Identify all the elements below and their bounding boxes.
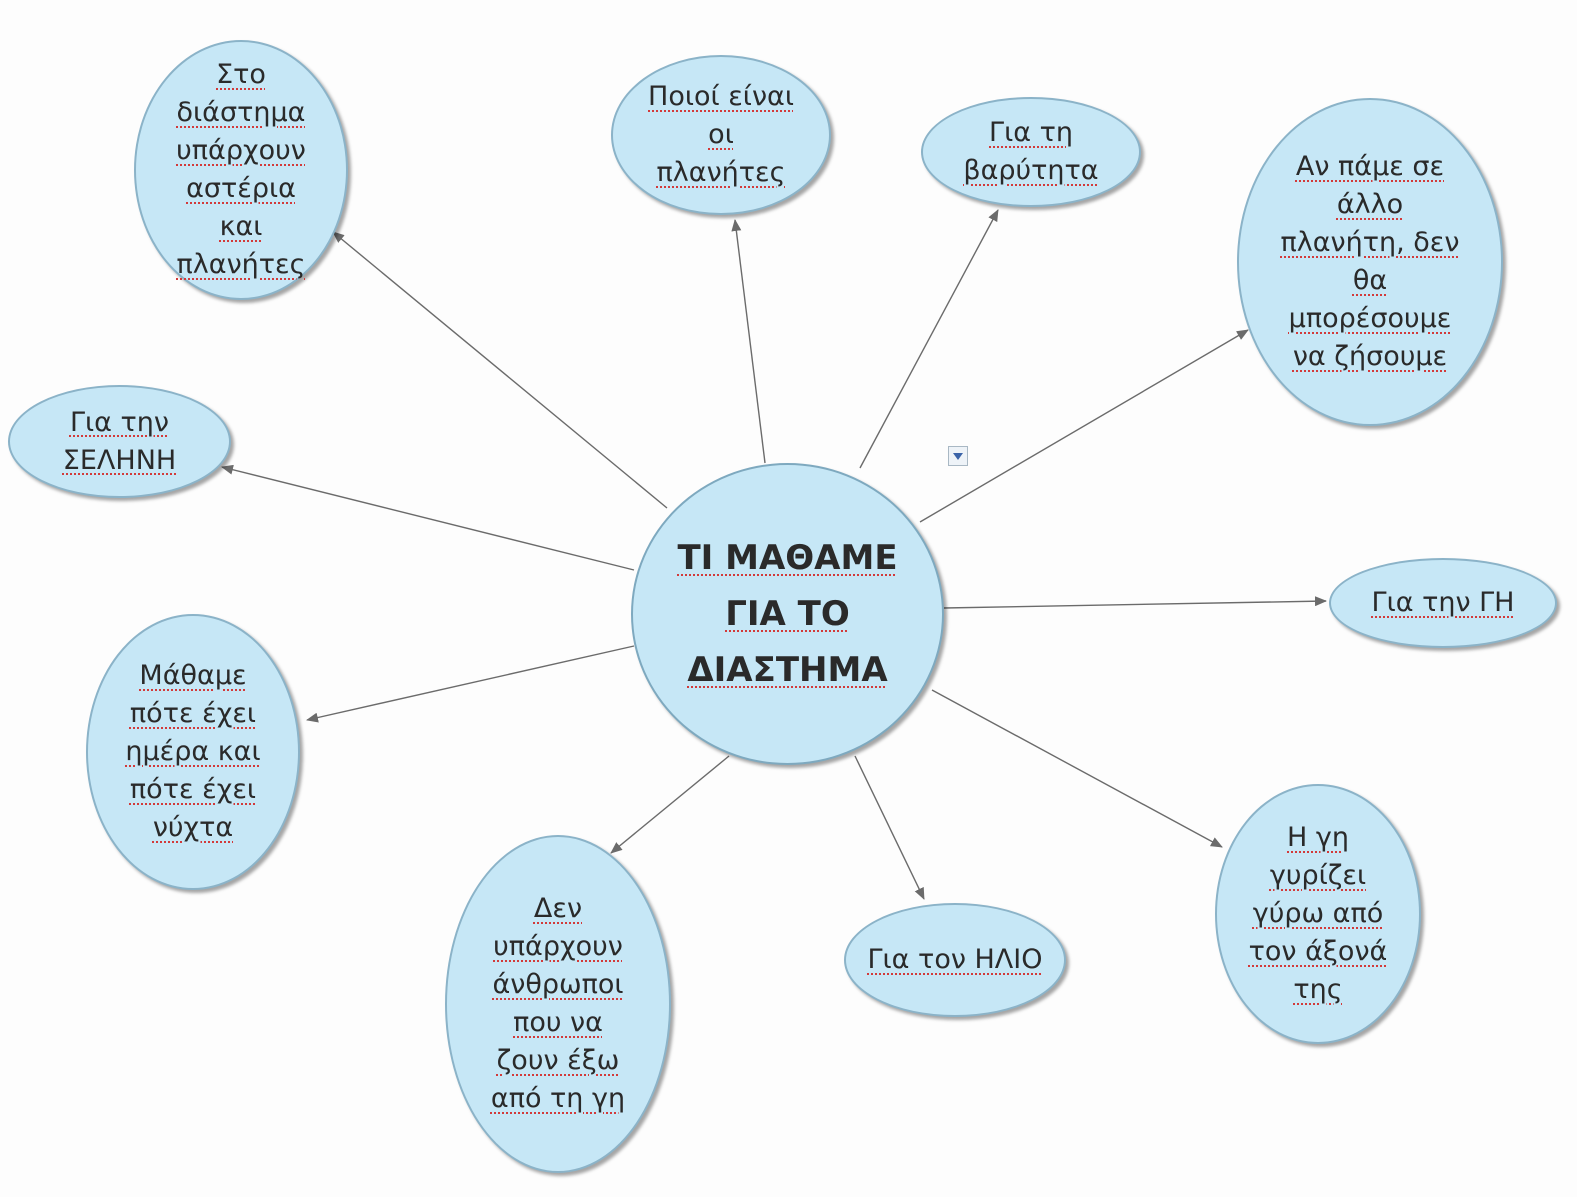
dropdown-arrow-icon[interactable]	[948, 446, 968, 466]
arrow-to-other-planet	[919, 329, 1249, 523]
node-gravity[interactable]: Για τη βαρύτητα	[921, 97, 1141, 207]
node-day-night[interactable]: Μάθαμε πότε έχει ημέρα και πότε έχει νύχ…	[86, 614, 300, 890]
node-stars-and-planets[interactable]: Στο διάστημα υπάρχουν αστέρια και πλανήτ…	[134, 40, 348, 300]
node-which-planets[interactable]: Ποιοί είναι οι πλανήτες	[611, 55, 831, 215]
node-moon[interactable]: Για την ΣΕΛΗΝΗ	[8, 385, 231, 498]
node-label: Για τη βαρύτητα	[963, 117, 1099, 186]
node-label: Ποιοί είναι οι πλανήτες	[648, 81, 794, 188]
node-label: Για την ΣΕΛΗΝΗ	[62, 406, 177, 476]
node-label: Αν πάμε σε άλλο πλανήτη, δεν θα μπορέσου…	[1280, 151, 1460, 372]
node-label: Για την ΓΗ	[1371, 587, 1515, 618]
central-topic-line-1: ΤΙ ΜΑΘΑΜΕ	[677, 538, 898, 578]
central-topic-node[interactable]: ΤΙ ΜΑΘΑΜΕ ΓΙΑ ΤΟ ΔΙΑΣΤΗΜΑ	[631, 463, 944, 765]
node-label: Δεν υπάρχουν άνθρωποι που να ζουν έξω απ…	[490, 893, 626, 1114]
central-topic-line-2: ΓΙΑ ΤΟ	[725, 594, 850, 634]
arrow-to-moon	[221, 464, 635, 571]
node-other-planet[interactable]: Αν πάμε σε άλλο πλανήτη, δεν θα μπορέσου…	[1237, 98, 1503, 426]
central-topic-line-3: ΔΙΑΣΤΗΜΑ	[687, 650, 888, 690]
node-label: Για τον ΗΛΙΟ	[867, 944, 1043, 975]
arrow-to-axis	[931, 689, 1223, 848]
arrow-to-gravity	[859, 209, 999, 469]
arrow-to-no-humans	[610, 755, 730, 854]
node-no-humans-outside-earth[interactable]: Δεν υπάρχουν άνθρωποι που να ζουν έξω απ…	[445, 835, 671, 1173]
node-label: Στο διάστημα υπάρχουν αστέρια και πλανήτ…	[176, 59, 306, 280]
node-label: Μάθαμε πότε έχει ημέρα και πότε έχει νύχ…	[125, 660, 261, 843]
arrow-to-earth	[943, 596, 1327, 609]
arrow-to-sun	[854, 755, 925, 900]
central-topic-text: ΤΙ ΜΑΘΑΜΕ ΓΙΑ ΤΟ ΔΙΑΣΤΗΜΑ	[677, 530, 897, 698]
node-earth[interactable]: Για την ΓΗ	[1329, 558, 1557, 648]
node-sun[interactable]: Για τον ΗΛΙΟ	[844, 903, 1066, 1017]
node-earth-rotation-axis[interactable]: Η γη γυρίζει γύρω από τον άξονά της	[1215, 784, 1421, 1044]
node-label: Η γη γυρίζει γύρω από τον άξονά της	[1248, 822, 1388, 1005]
arrow-to-stars	[332, 231, 668, 509]
arrow-to-day-night	[306, 645, 635, 723]
arrow-to-planets	[731, 219, 766, 464]
